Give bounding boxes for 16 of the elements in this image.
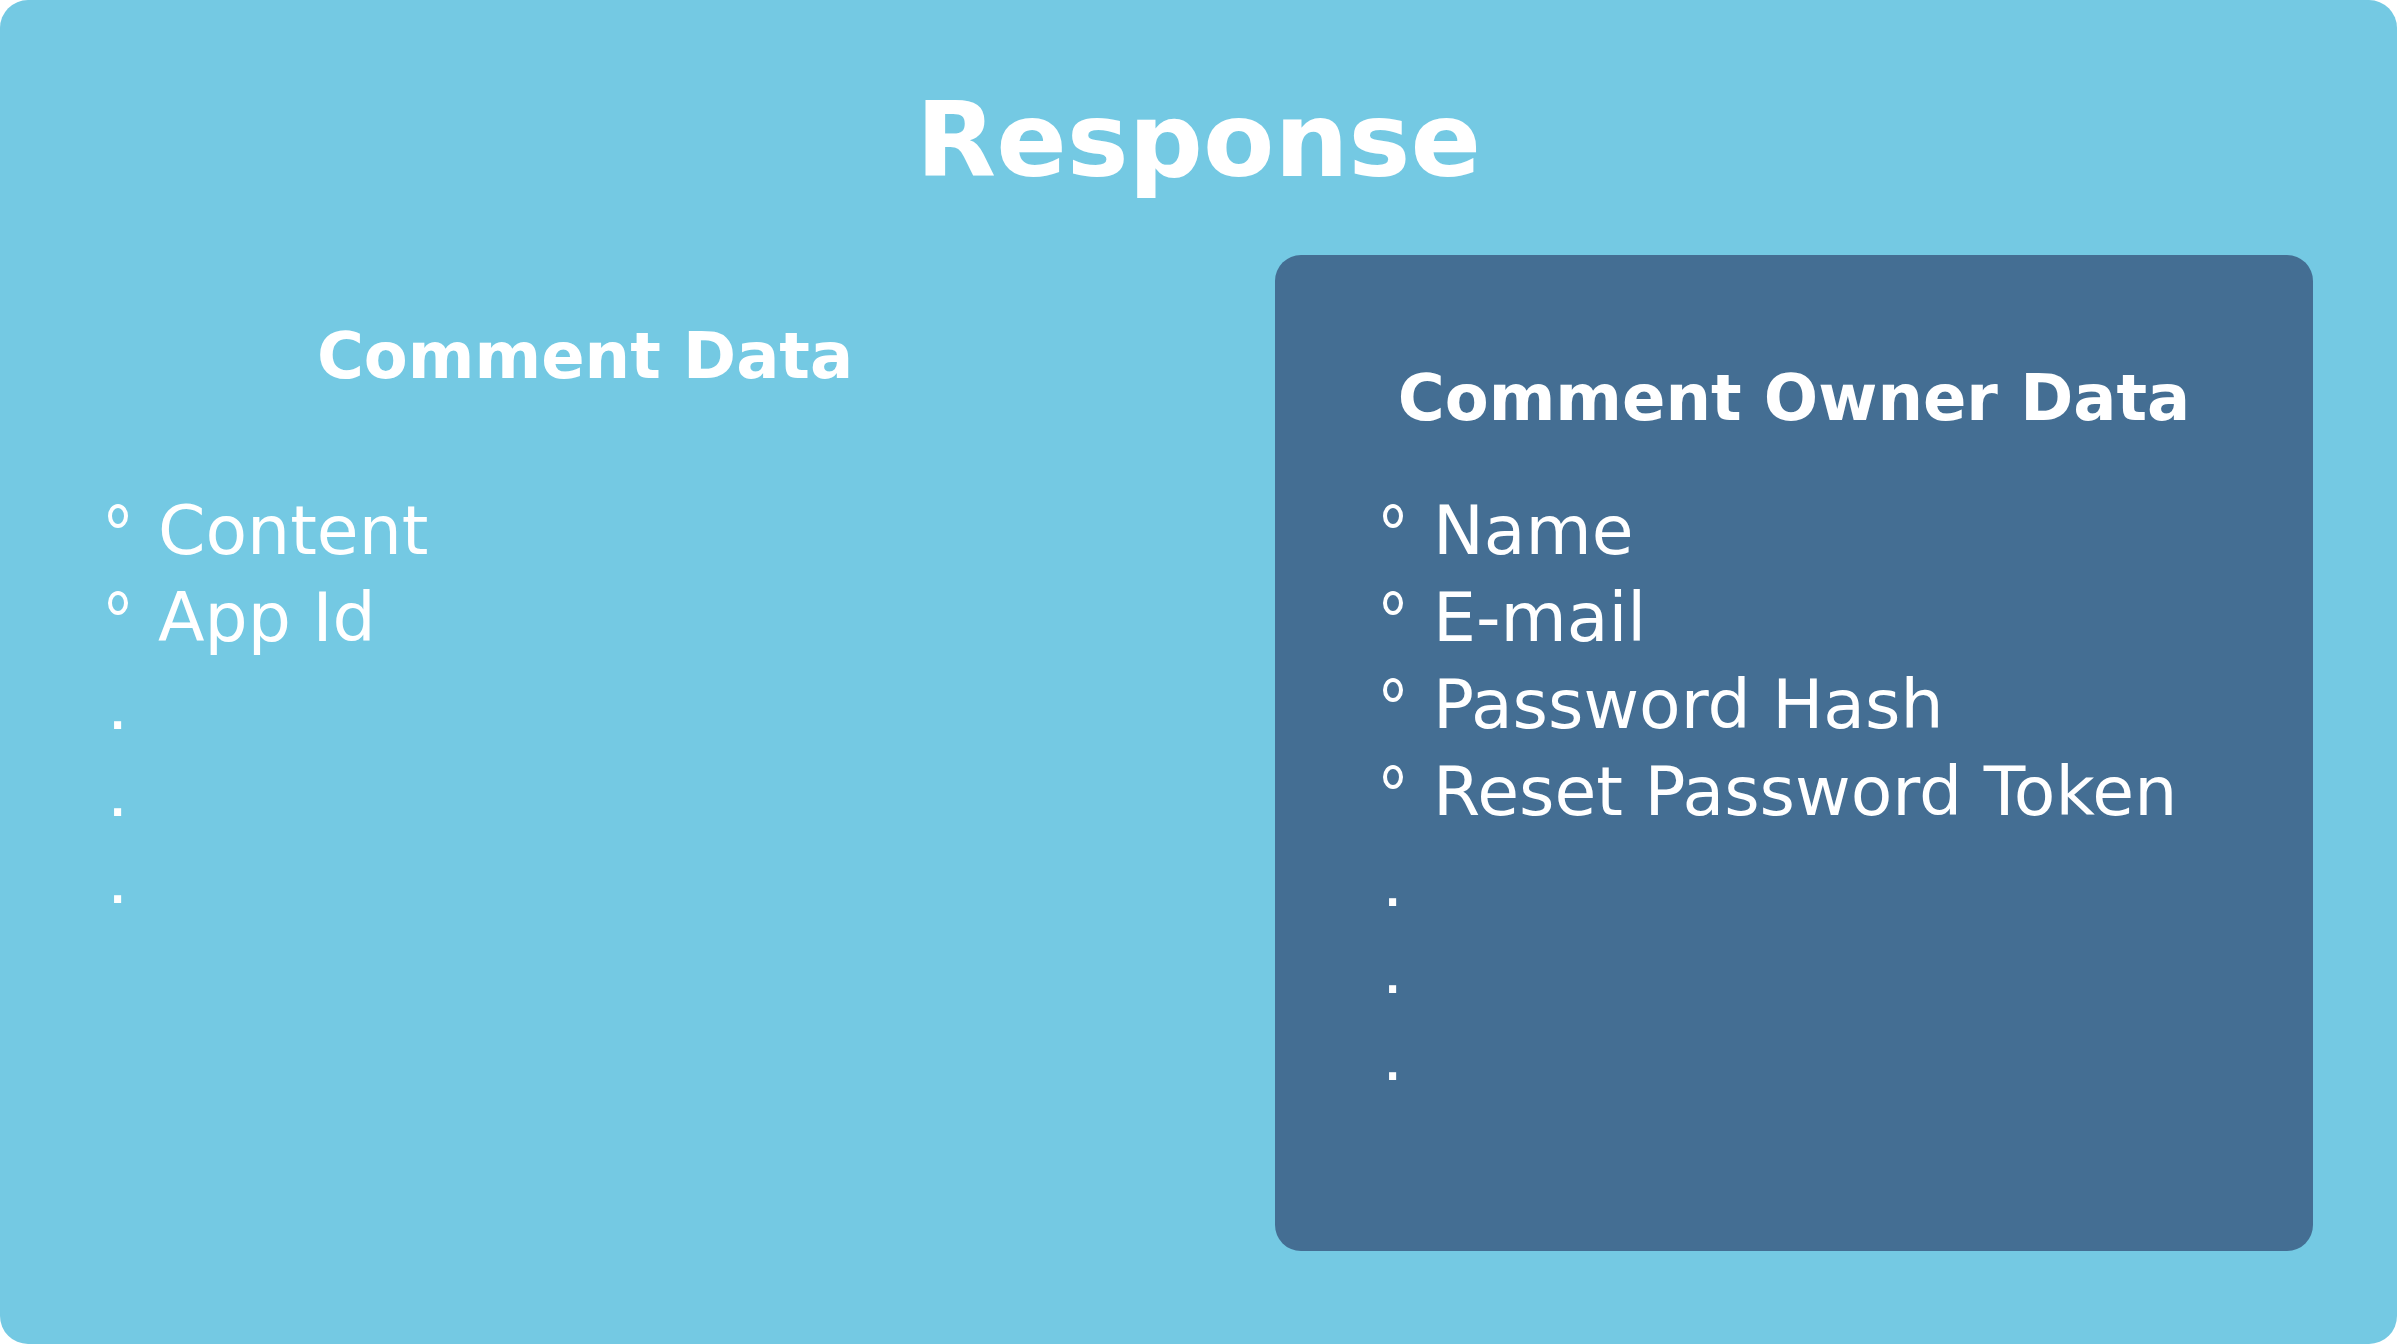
ellipsis-dot: . bbox=[110, 782, 126, 822]
list-item: App Id bbox=[158, 577, 376, 659]
ellipsis-dot: . bbox=[110, 695, 126, 735]
list-item: Reset Password Token bbox=[1433, 751, 2178, 833]
list-item: E-mail bbox=[1433, 577, 1647, 659]
ellipsis-dot: . bbox=[1385, 959, 1401, 999]
section-heading: Comment Owner Data bbox=[1396, 360, 2192, 437]
list-item: Content bbox=[158, 490, 429, 572]
section-heading: Comment Data bbox=[315, 318, 855, 395]
ellipsis-dot: . bbox=[110, 869, 126, 909]
ellipsis-dot: . bbox=[1385, 1046, 1401, 1086]
title: Response bbox=[915, 78, 1482, 203]
ellipsis-dot: . bbox=[1385, 872, 1401, 912]
panel bbox=[1275, 255, 2313, 1251]
list-item: Password Hash bbox=[1433, 664, 1944, 746]
list-item: Name bbox=[1433, 490, 1634, 572]
